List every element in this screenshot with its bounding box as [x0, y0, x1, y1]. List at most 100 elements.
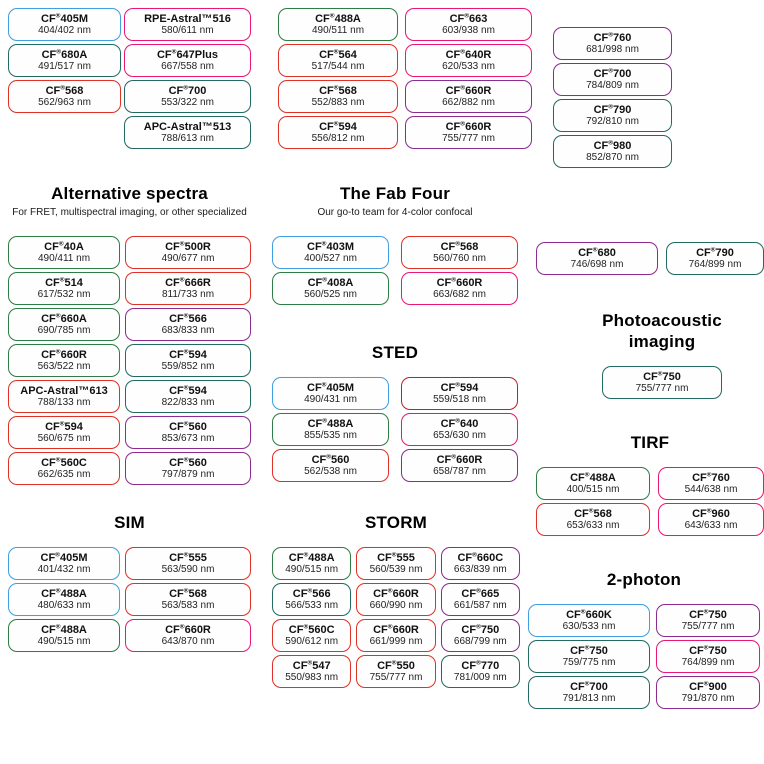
registered-mark: ® — [333, 84, 339, 92]
dye-ex-em-value: 792/810 nm — [586, 116, 639, 128]
dye-name: CF®900 — [689, 680, 727, 693]
dye-name: CF®647Plus — [156, 48, 219, 61]
dye-ex-em-value: 517/544 nm — [311, 61, 365, 73]
registered-mark: ® — [476, 587, 481, 595]
dye-name: CF®700 — [168, 84, 207, 97]
dye-ex-em-value: 544/638 nm — [684, 484, 738, 496]
dye-ex-em-value: 681/998 nm — [586, 44, 639, 56]
dye-ex-em-value: 852/870 nm — [586, 152, 639, 164]
dye-name: CF®660R — [445, 84, 492, 97]
dye-ex-em-value: 746/698 nm — [570, 259, 624, 271]
section-title: Alternative spectra — [51, 184, 208, 203]
dye-name: CF®405M — [307, 381, 354, 394]
dye-ex-em-value: 562/963 nm — [38, 97, 91, 109]
registered-mark: ® — [584, 644, 590, 652]
registered-mark: ® — [183, 312, 189, 320]
registered-mark: ® — [460, 48, 466, 56]
section-title: The Fab Four — [339, 184, 451, 203]
registered-mark: ® — [387, 587, 393, 595]
dye-ex-em-value: 560/760 nm — [433, 253, 486, 265]
dye-ex-em-value: 490/431 nm — [304, 394, 357, 406]
registered-mark: ® — [460, 84, 466, 92]
dye-ex-em-value: 400/515 nm — [566, 484, 620, 496]
dye-name: CF®594 — [319, 120, 357, 133]
dye-ex-em-value: 556/812 nm — [311, 133, 365, 145]
dye-ex-em-value: 480/633 nm — [37, 600, 91, 612]
section-title: 2-photon — [606, 570, 682, 589]
section-title: Photoacoustic imaging — [602, 311, 722, 351]
dye-ex-em-value: 653/630 nm — [433, 430, 486, 442]
registered-mark: ® — [391, 659, 397, 667]
registered-mark: ® — [592, 246, 598, 254]
dye-ex-em-value: 563/583 nm — [161, 600, 215, 612]
dye-name: CF®660R — [436, 453, 483, 466]
dye-name: CF®488A — [41, 623, 87, 636]
dye-ex-em-value: 660/990 nm — [369, 600, 423, 612]
registered-mark: ® — [455, 417, 461, 425]
dye-name: CF®408A — [307, 276, 354, 289]
registered-mark: ® — [183, 348, 189, 356]
dye-ex-em-value: 562/538 nm — [304, 466, 357, 478]
dye-name: CF®40A — [44, 240, 84, 253]
registered-mark: ® — [56, 48, 62, 56]
dye-name: CF®560 — [169, 456, 207, 469]
registered-mark: ® — [321, 240, 327, 248]
registered-mark: ® — [303, 551, 309, 559]
dye-ex-em-value: 560/675 nm — [37, 433, 91, 445]
dye-ex-em-value: 490/677 nm — [161, 253, 215, 265]
dye-ex-em-value: 853/673 nm — [161, 433, 215, 445]
registered-mark: ® — [584, 680, 590, 688]
registered-mark: ® — [55, 348, 61, 356]
dye-ex-em-value: 490/511 nm — [311, 25, 365, 37]
dye-name: CF®568 — [574, 507, 612, 520]
registered-mark: ® — [455, 381, 461, 389]
registered-mark: ® — [183, 551, 189, 559]
registered-mark: ® — [183, 456, 189, 464]
dye-name: APC-Astral™513 — [143, 120, 232, 133]
dye-name: CF®568 — [169, 587, 207, 600]
registered-mark: ® — [391, 551, 397, 559]
registered-mark: ® — [55, 12, 61, 20]
dye-ex-em-value: 788/133 nm — [37, 397, 91, 409]
dye-name: CF®560C — [41, 456, 87, 469]
registered-mark: ® — [455, 240, 461, 248]
dye-name: CF®660R — [373, 623, 419, 636]
dye-name: CF®488A — [307, 417, 354, 430]
dye-name: CF®500R — [165, 240, 211, 253]
dye-name: CF®700 — [570, 680, 608, 693]
registered-mark: ® — [183, 84, 189, 92]
